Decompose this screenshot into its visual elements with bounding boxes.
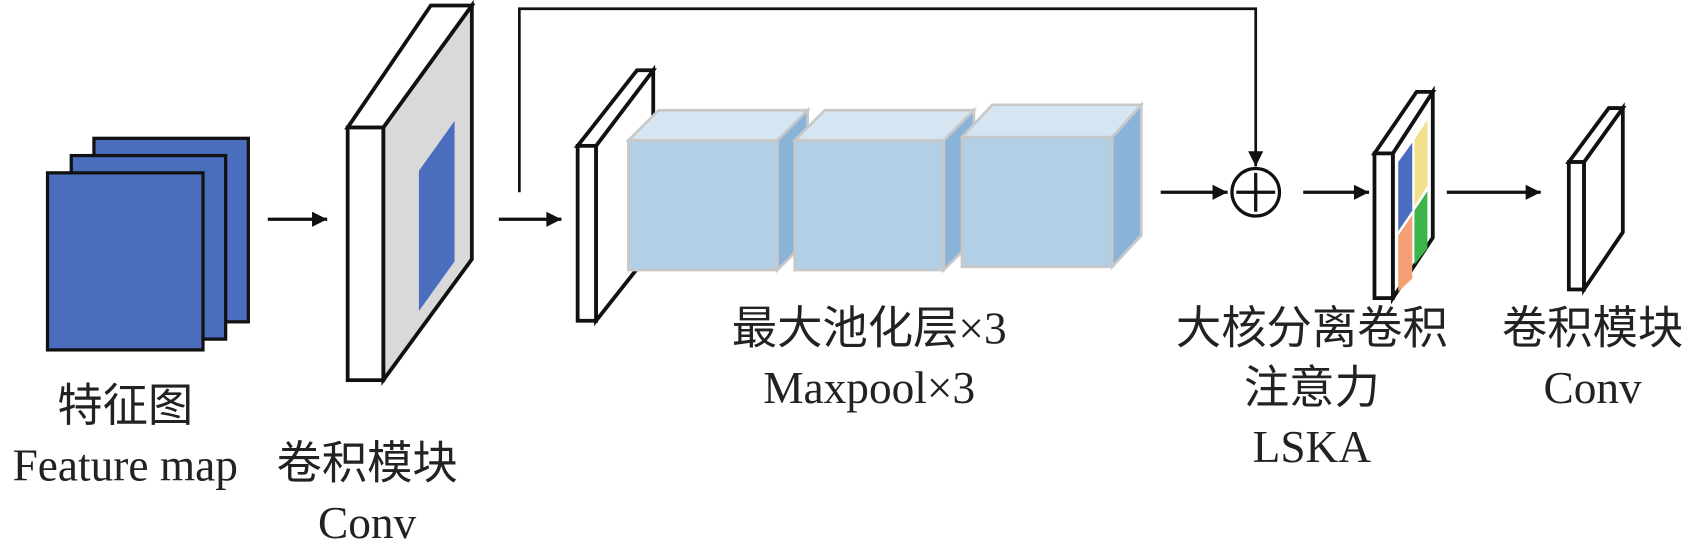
lska-label-cn-2: 注意力 [1244, 363, 1380, 413]
conv2-label-en: Conv [1543, 363, 1642, 413]
lska-label-cn-1: 大核分离卷积 [1176, 303, 1448, 353]
conv2-label-cn: 卷积模块 [1502, 303, 1683, 353]
maxpool-cube-2 [791, 106, 978, 274]
add-icon [1230, 166, 1282, 218]
maxpool-cube-1 [625, 106, 811, 274]
lska-label-en: LSKA [1253, 422, 1372, 472]
feature-map-label-en: Feature map [13, 441, 238, 491]
conv1-label-en: Conv [318, 498, 417, 548]
feature-map-label-cn: 特征图 [57, 381, 193, 431]
conv-block-1 [344, 0, 476, 386]
maxpool-label-cn: 最大池化层×3 [732, 303, 1007, 353]
feature-map-stack [45, 136, 250, 352]
maxpool-label-en: Maxpool×3 [763, 363, 975, 413]
skip-connection [517, 7, 1264, 193]
lska-block [1370, 85, 1437, 305]
conv-block-2 [1565, 102, 1627, 296]
maxpool-cube-3 [958, 101, 1145, 271]
conv1-label-cn: 卷积模块 [276, 438, 457, 488]
